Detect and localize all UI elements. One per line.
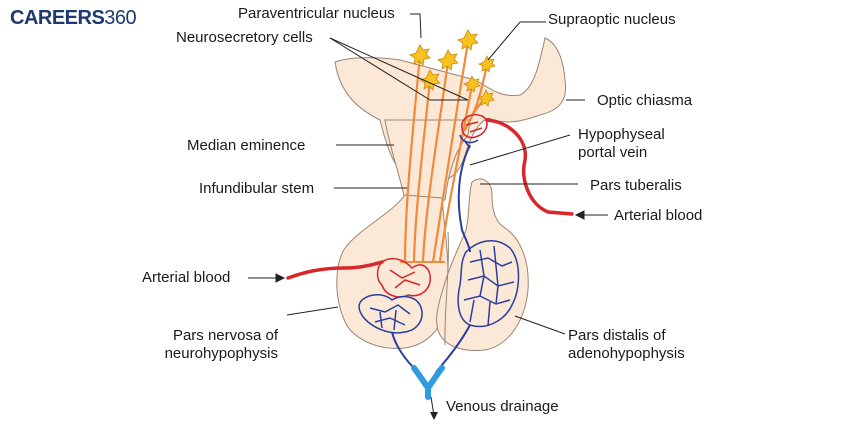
label-pars-distalis-line2: adenohypophysis	[568, 345, 685, 362]
brand-logo: CAREERS360	[10, 7, 137, 30]
label-hypophyseal-line2: portal vein	[578, 144, 648, 161]
label-neurosecretory-cells: Neurosecretory cells	[176, 29, 313, 46]
label-paraventricular-nucleus: Paraventricular nucleus	[238, 5, 395, 22]
label-pars-tuberalis: Pars tuberalis	[590, 177, 682, 194]
label-infundibular-stem: Infundibular stem	[199, 180, 315, 197]
anterior-capillary-network	[435, 240, 520, 373]
arrow-venous	[430, 412, 438, 420]
primary-capillary-plexus	[459, 113, 488, 149]
brand-part2: 360	[104, 7, 137, 29]
label-arterial-blood-right: Arterial blood	[614, 207, 703, 224]
label-optic-chiasma: Optic chiasma	[597, 92, 693, 109]
hypophyseal-portal-vein	[457, 144, 471, 253]
label-venous-drainage: Venous drainage	[446, 398, 559, 415]
infundibular-stem	[384, 119, 471, 201]
brand-part1: CAREERS	[10, 7, 105, 29]
label-supraoptic-nucleus: Supraoptic nucleus	[548, 11, 676, 28]
label-pars-distalis-line1: Pars distalis of	[568, 327, 666, 344]
neurosecretory-axons	[403, 40, 489, 264]
label-pars-nervosa-line1: Pars nervosa of	[172, 327, 278, 344]
posterior-capillary-network	[358, 257, 431, 373]
label-arterial-blood-left: Arterial blood	[142, 269, 231, 286]
arrow-arterial-left	[248, 273, 286, 283]
venous-drainage	[411, 365, 445, 400]
label-pars-nervosa-line2: neurohypophysis	[164, 345, 278, 362]
leader-lines	[286, 13, 585, 417]
arterial-supply-left	[286, 260, 384, 280]
arterial-supply-right	[485, 118, 574, 216]
lobe-cleft	[444, 231, 449, 346]
label-hypophyseal-line1: Hypophyseal	[578, 126, 665, 143]
neuron-cell-bodies	[409, 29, 496, 107]
arrow-arterial-right	[574, 210, 608, 220]
label-median-eminence: Median eminence	[187, 137, 306, 154]
